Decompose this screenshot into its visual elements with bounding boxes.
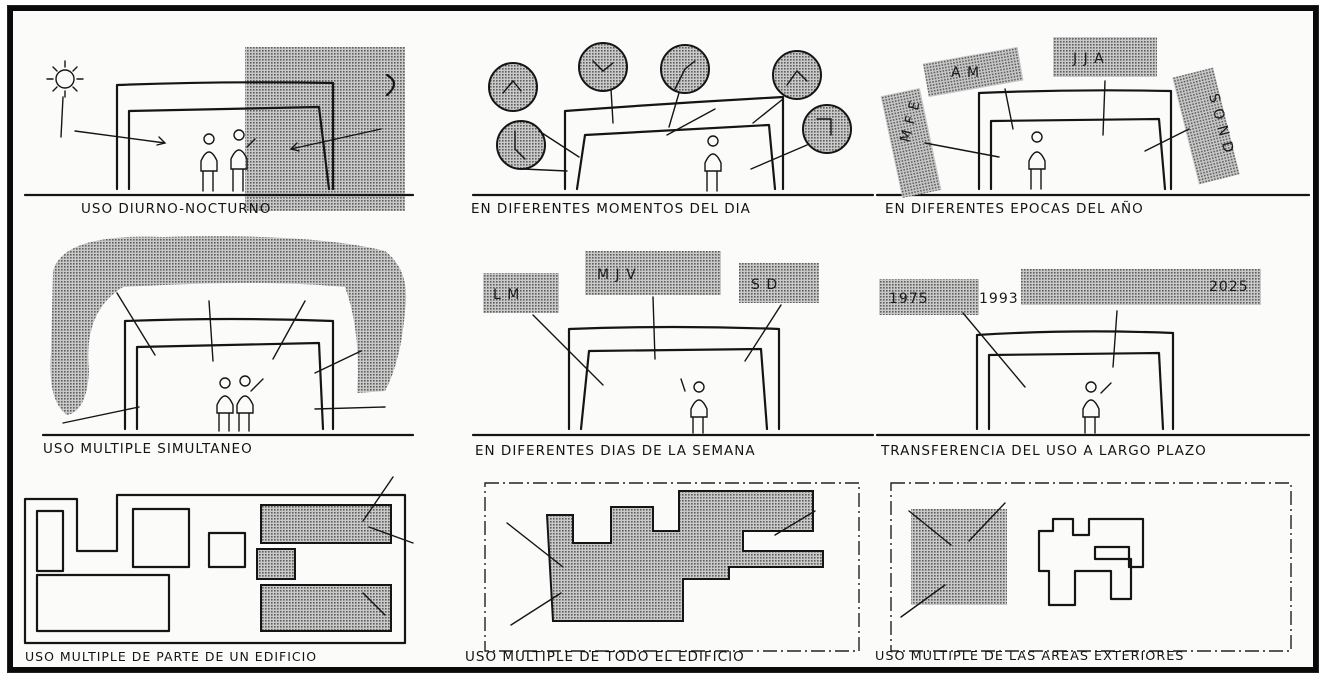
season-label-right: S O N D bbox=[1172, 68, 1239, 185]
usage-cloud bbox=[50, 236, 406, 415]
weekday-group-2: M J V bbox=[585, 251, 721, 295]
panel-long-term: 1975 1993 2025 bbox=[877, 269, 1309, 435]
building-outline bbox=[1039, 519, 1143, 605]
season-label-left: M F E bbox=[881, 88, 942, 198]
weekday-group-3: S D bbox=[739, 263, 819, 303]
sun-icon bbox=[47, 61, 83, 137]
panel-seasons: M F E A M J J A S O N D bbox=[877, 37, 1309, 198]
caption-long-term: TRANSFERENCIA DEL USO A LARGO PLAZO bbox=[881, 443, 1207, 459]
figure bbox=[705, 136, 721, 191]
panel-whole-building bbox=[485, 483, 859, 651]
building-shaded bbox=[547, 491, 823, 621]
caption-seasons: EN DIFERENTES EPOCAS DEL AÑO bbox=[885, 201, 1144, 217]
figure bbox=[681, 379, 707, 433]
caption-part-building: USO MULTIPLE DE PARTE DE UN EDIFICIO bbox=[25, 649, 317, 664]
year-label-1: 1975 bbox=[889, 291, 929, 307]
panel-weekdays: L M M J V S D bbox=[473, 251, 873, 435]
caption-times-of-day: EN DIFERENTES MOMENTOS DEL DIA bbox=[471, 201, 751, 217]
svg-text:J J A: J J A bbox=[1072, 51, 1105, 67]
svg-text:S D: S D bbox=[751, 277, 778, 293]
panel-day-night bbox=[25, 47, 413, 211]
caption-exterior-areas: USO MULTIPLE DE LAS AREAS EXTERIORES bbox=[875, 649, 1184, 664]
panel-part-building bbox=[25, 477, 413, 643]
weekday-group-1: L M bbox=[483, 273, 559, 313]
used-zone-3 bbox=[261, 585, 391, 631]
illustration-frame: M F E A M J J A S O N D bbox=[8, 6, 1318, 672]
svg-text:L M: L M bbox=[493, 287, 520, 303]
figure bbox=[1083, 382, 1111, 433]
panel-simultaneous bbox=[43, 236, 413, 435]
season-label-top-a: A M bbox=[923, 47, 1023, 97]
figure bbox=[1029, 132, 1045, 189]
svg-text:A M: A M bbox=[951, 65, 980, 81]
panel-exterior-areas bbox=[891, 483, 1291, 651]
used-zone-2 bbox=[257, 549, 295, 579]
caption-weekdays: EN DIFERENTES DIAS DE LA SEMANA bbox=[475, 443, 756, 459]
year-label-3: 2025 bbox=[1209, 279, 1249, 295]
caption-whole-building: USO MULTIPLE DE TODO EL EDIFICIO bbox=[465, 649, 745, 665]
season-label-top-b: J J A bbox=[1053, 37, 1157, 77]
illustration-canvas: M F E A M J J A S O N D bbox=[13, 11, 1313, 667]
panel-times-of-day bbox=[473, 43, 873, 195]
figures bbox=[217, 376, 263, 431]
year-label-2: 1993 bbox=[979, 291, 1019, 307]
caption-day-night: USO DIURNO-NOCTURNO bbox=[81, 201, 271, 217]
caption-simultaneous: USO MULTIPLE SIMULTANEO bbox=[43, 441, 253, 457]
used-zone-1 bbox=[261, 505, 391, 543]
svg-text:M J V: M J V bbox=[597, 267, 637, 283]
